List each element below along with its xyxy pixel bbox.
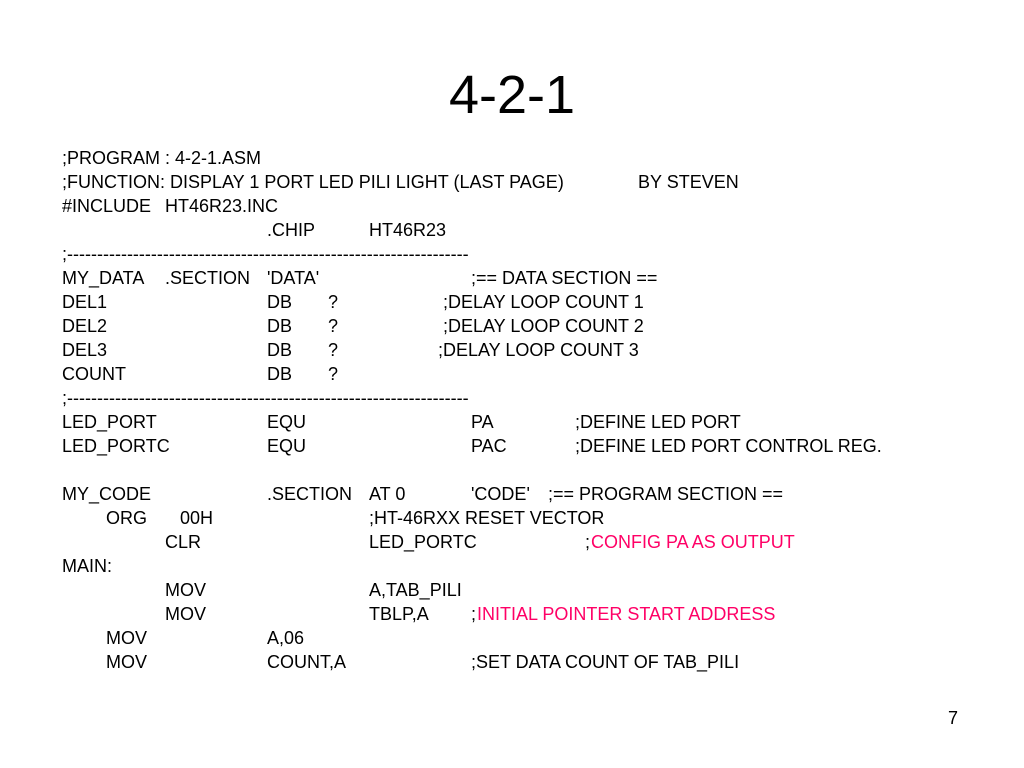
code-instruction: ORG	[106, 508, 148, 528]
code-label: MAIN:	[62, 556, 113, 576]
code-instruction: CLR	[165, 532, 202, 552]
code-comment: ;== PROGRAM SECTION ==	[548, 484, 784, 504]
code-operand: 'CODE'	[471, 484, 530, 504]
slide-title: 4-2-1	[448, 65, 576, 125]
code-operand: 'DATA'	[267, 268, 320, 288]
code-label: DEL2	[62, 316, 108, 336]
code-instruction: MOV	[165, 604, 207, 624]
code-operand: TBLP,A	[369, 604, 429, 624]
code-directive: EQU	[267, 436, 307, 456]
code-comment: ;DEFINE LED PORT CONTROL REG.	[575, 436, 882, 456]
code-operand: 00H	[180, 508, 214, 528]
code-comment: ;FUNCTION: DISPLAY 1 PORT LED PILI LIGHT…	[62, 172, 564, 192]
code-directive: DB	[267, 316, 293, 336]
code-comment: ;DELAY LOOP COUNT 3	[438, 340, 639, 360]
code-operand: LED_PORTC	[369, 532, 477, 552]
code-comment: ;DEFINE LED PORT	[575, 412, 741, 432]
code-operand: A,06	[267, 628, 305, 648]
code-operand: COUNT,A	[267, 652, 347, 672]
code-operand: ?	[328, 364, 339, 384]
code-comment: ;== DATA SECTION ==	[471, 268, 658, 288]
code-label: MY_CODE	[62, 484, 152, 504]
code-comment: ;HT-46RXX RESET VECTOR	[369, 508, 605, 528]
code-comment-highlight: CONFIG PA AS OUTPUT	[591, 532, 795, 552]
code-separator: ;---------------------------------------…	[62, 244, 469, 264]
code-operand: PAC	[471, 436, 507, 456]
code-comment-prefix: ;	[471, 604, 477, 624]
code-operand: AT 0	[369, 484, 406, 504]
code-directive: DB	[267, 292, 293, 312]
code-directive: .SECTION	[267, 484, 353, 504]
code-label: DEL3	[62, 340, 108, 360]
code-operand: ?	[328, 340, 339, 360]
code-instruction: MOV	[165, 580, 207, 600]
code-comment: ;DELAY LOOP COUNT 1	[443, 292, 644, 312]
code-comment-prefix: ;	[585, 532, 591, 552]
code-directive: DB	[267, 364, 293, 384]
code-operand: HT46R23	[369, 220, 447, 240]
code-directive: #INCLUDE	[62, 196, 152, 216]
code-label: MY_DATA	[62, 268, 145, 288]
code-directive: EQU	[267, 412, 307, 432]
page-number: 7	[948, 708, 959, 728]
code-label: COUNT	[62, 364, 126, 384]
code-instruction: MOV	[106, 628, 148, 648]
code-operand: PA	[471, 412, 494, 432]
code-label: LED_PORT	[62, 412, 157, 432]
code-directive: DB	[267, 340, 293, 360]
code-comment: ;PROGRAM : 4-2-1.ASM	[62, 148, 262, 168]
code-separator: ;---------------------------------------…	[62, 388, 469, 408]
code-label: DEL1	[62, 292, 108, 312]
code-instruction: MOV	[106, 652, 148, 672]
code-comment: ;DELAY LOOP COUNT 2	[443, 316, 644, 336]
code-operand: ?	[328, 292, 339, 312]
code-directive: .SECTION	[165, 268, 251, 288]
code-comment-highlight: INITIAL POINTER START ADDRESS	[477, 604, 776, 624]
code-operand: ?	[328, 316, 339, 336]
code-label: LED_PORTC	[62, 436, 170, 456]
code-comment: ;SET DATA COUNT OF TAB_PILI	[471, 652, 740, 672]
code-operand: A,TAB_PILI	[369, 580, 462, 600]
code-directive: .CHIP	[267, 220, 316, 240]
code-comment-author: BY STEVEN	[638, 172, 739, 192]
code-operand: HT46R23.INC	[165, 196, 279, 216]
